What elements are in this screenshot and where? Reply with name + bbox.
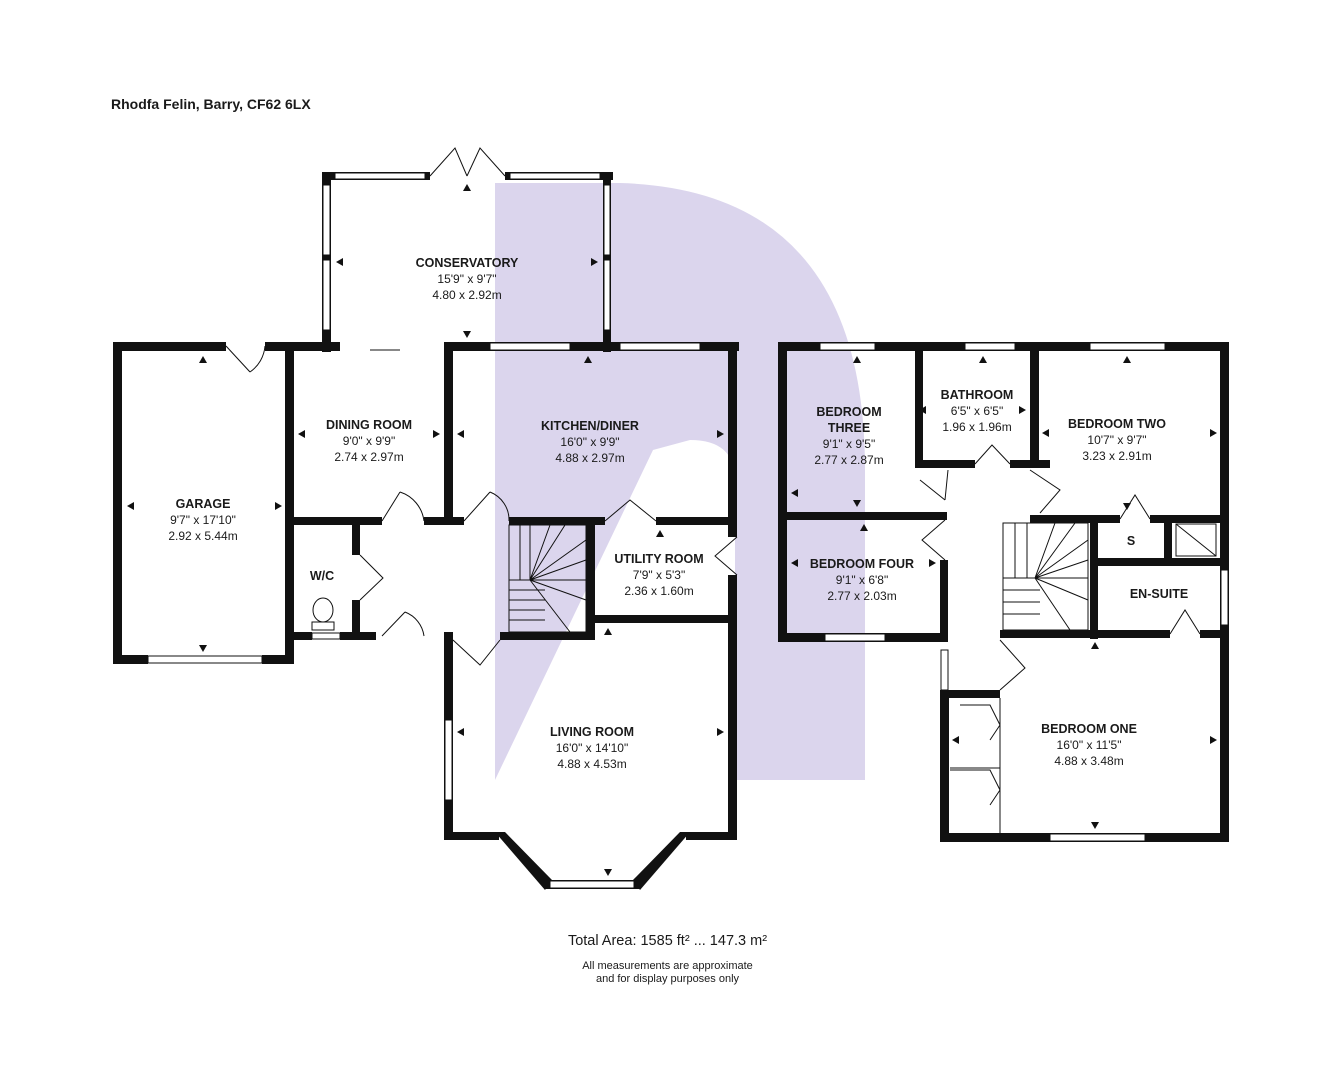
bed1-name: BEDROOM ONE — [1041, 722, 1137, 736]
dining-name: DINING ROOM — [326, 418, 412, 432]
bed3-name-line1: BEDROOM — [816, 405, 881, 419]
bed4-imperial: 9'1" x 6'8" — [836, 573, 888, 587]
bed1-imperial: 16'0" x 11'5" — [1057, 738, 1122, 752]
conservatory-name: CONSERVATORY — [416, 256, 519, 270]
bed3-name-line2: THREE — [828, 421, 870, 435]
ensuite-name: EN-SUITE — [1130, 587, 1188, 601]
bed2-imperial: 10'7" x 9'7" — [1087, 433, 1146, 447]
living-name: LIVING ROOM — [550, 725, 634, 739]
watermark-logo — [453, 183, 865, 780]
doors — [225, 147, 1201, 806]
disclaimer-line-1: All measurements are approximate — [582, 960, 753, 972]
garage-imperial: 9'7" x 17'10" — [170, 513, 236, 527]
disclaimer: All measurements are approximate and for… — [0, 960, 1335, 986]
garage-name: GARAGE — [176, 497, 231, 511]
shower-tray-icon — [1175, 523, 1217, 557]
bathroom-name: BATHROOM — [941, 388, 1014, 402]
utility-imperial: 7'9" x 5'3" — [633, 568, 685, 582]
bed4-name: BEDROOM FOUR — [810, 557, 914, 571]
toilet-icon — [312, 597, 334, 623]
garage-metric: 2.92 x 5.44m — [168, 529, 237, 543]
conservatory-imperial: 15'9" x 9'7" — [437, 272, 496, 286]
total-area: Total Area: 1585 ft² ... 147.3 m² — [567, 933, 768, 949]
living-imperial: 16'0" x 14'10" — [556, 741, 629, 755]
living-metric: 4.88 x 4.53m — [557, 757, 626, 771]
kitchen-metric: 4.88 x 2.97m — [555, 451, 624, 465]
kitchen-name: KITCHEN/DINER — [541, 419, 639, 433]
wc-name: W/C — [310, 569, 334, 583]
fixtures — [311, 349, 1217, 833]
dimension-arrows — [127, 184, 1217, 876]
utility-name: UTILITY ROOM — [614, 552, 703, 566]
utility-metric: 2.36 x 1.60m — [624, 584, 693, 598]
store-name: S — [1127, 534, 1135, 548]
bed2-metric: 3.23 x 2.91m — [1082, 449, 1151, 463]
bed3-imperial: 9'1" x 9'5" — [823, 437, 875, 451]
kitchen-imperial: 16'0" x 9'9" — [560, 435, 619, 449]
disclaimer-line-2: and for display purposes only — [595, 973, 740, 985]
property-address: Rhodfa Felin, Barry, CF62 6LX — [111, 96, 311, 112]
room-labels: CONSERVATORY 15'9" x 9'7" 4.80 x 2.92m G… — [168, 256, 1188, 771]
conservatory-metric: 4.80 x 2.92m — [432, 288, 501, 302]
bed4-metric: 2.77 x 2.03m — [827, 589, 896, 603]
stairs — [508, 522, 1089, 633]
bathroom-metric: 1.96 x 1.96m — [942, 420, 1011, 434]
bed3-metric: 2.77 x 2.87m — [814, 453, 883, 467]
dining-metric: 2.74 x 2.97m — [334, 450, 403, 464]
bed1-metric: 4.88 x 3.48m — [1054, 754, 1123, 768]
bed2-name: BEDROOM TWO — [1068, 417, 1166, 431]
dining-imperial: 9'0" x 9'9" — [343, 434, 395, 448]
bathroom-imperial: 6'5" x 6'5" — [951, 404, 1003, 418]
windows — [147, 172, 1229, 889]
